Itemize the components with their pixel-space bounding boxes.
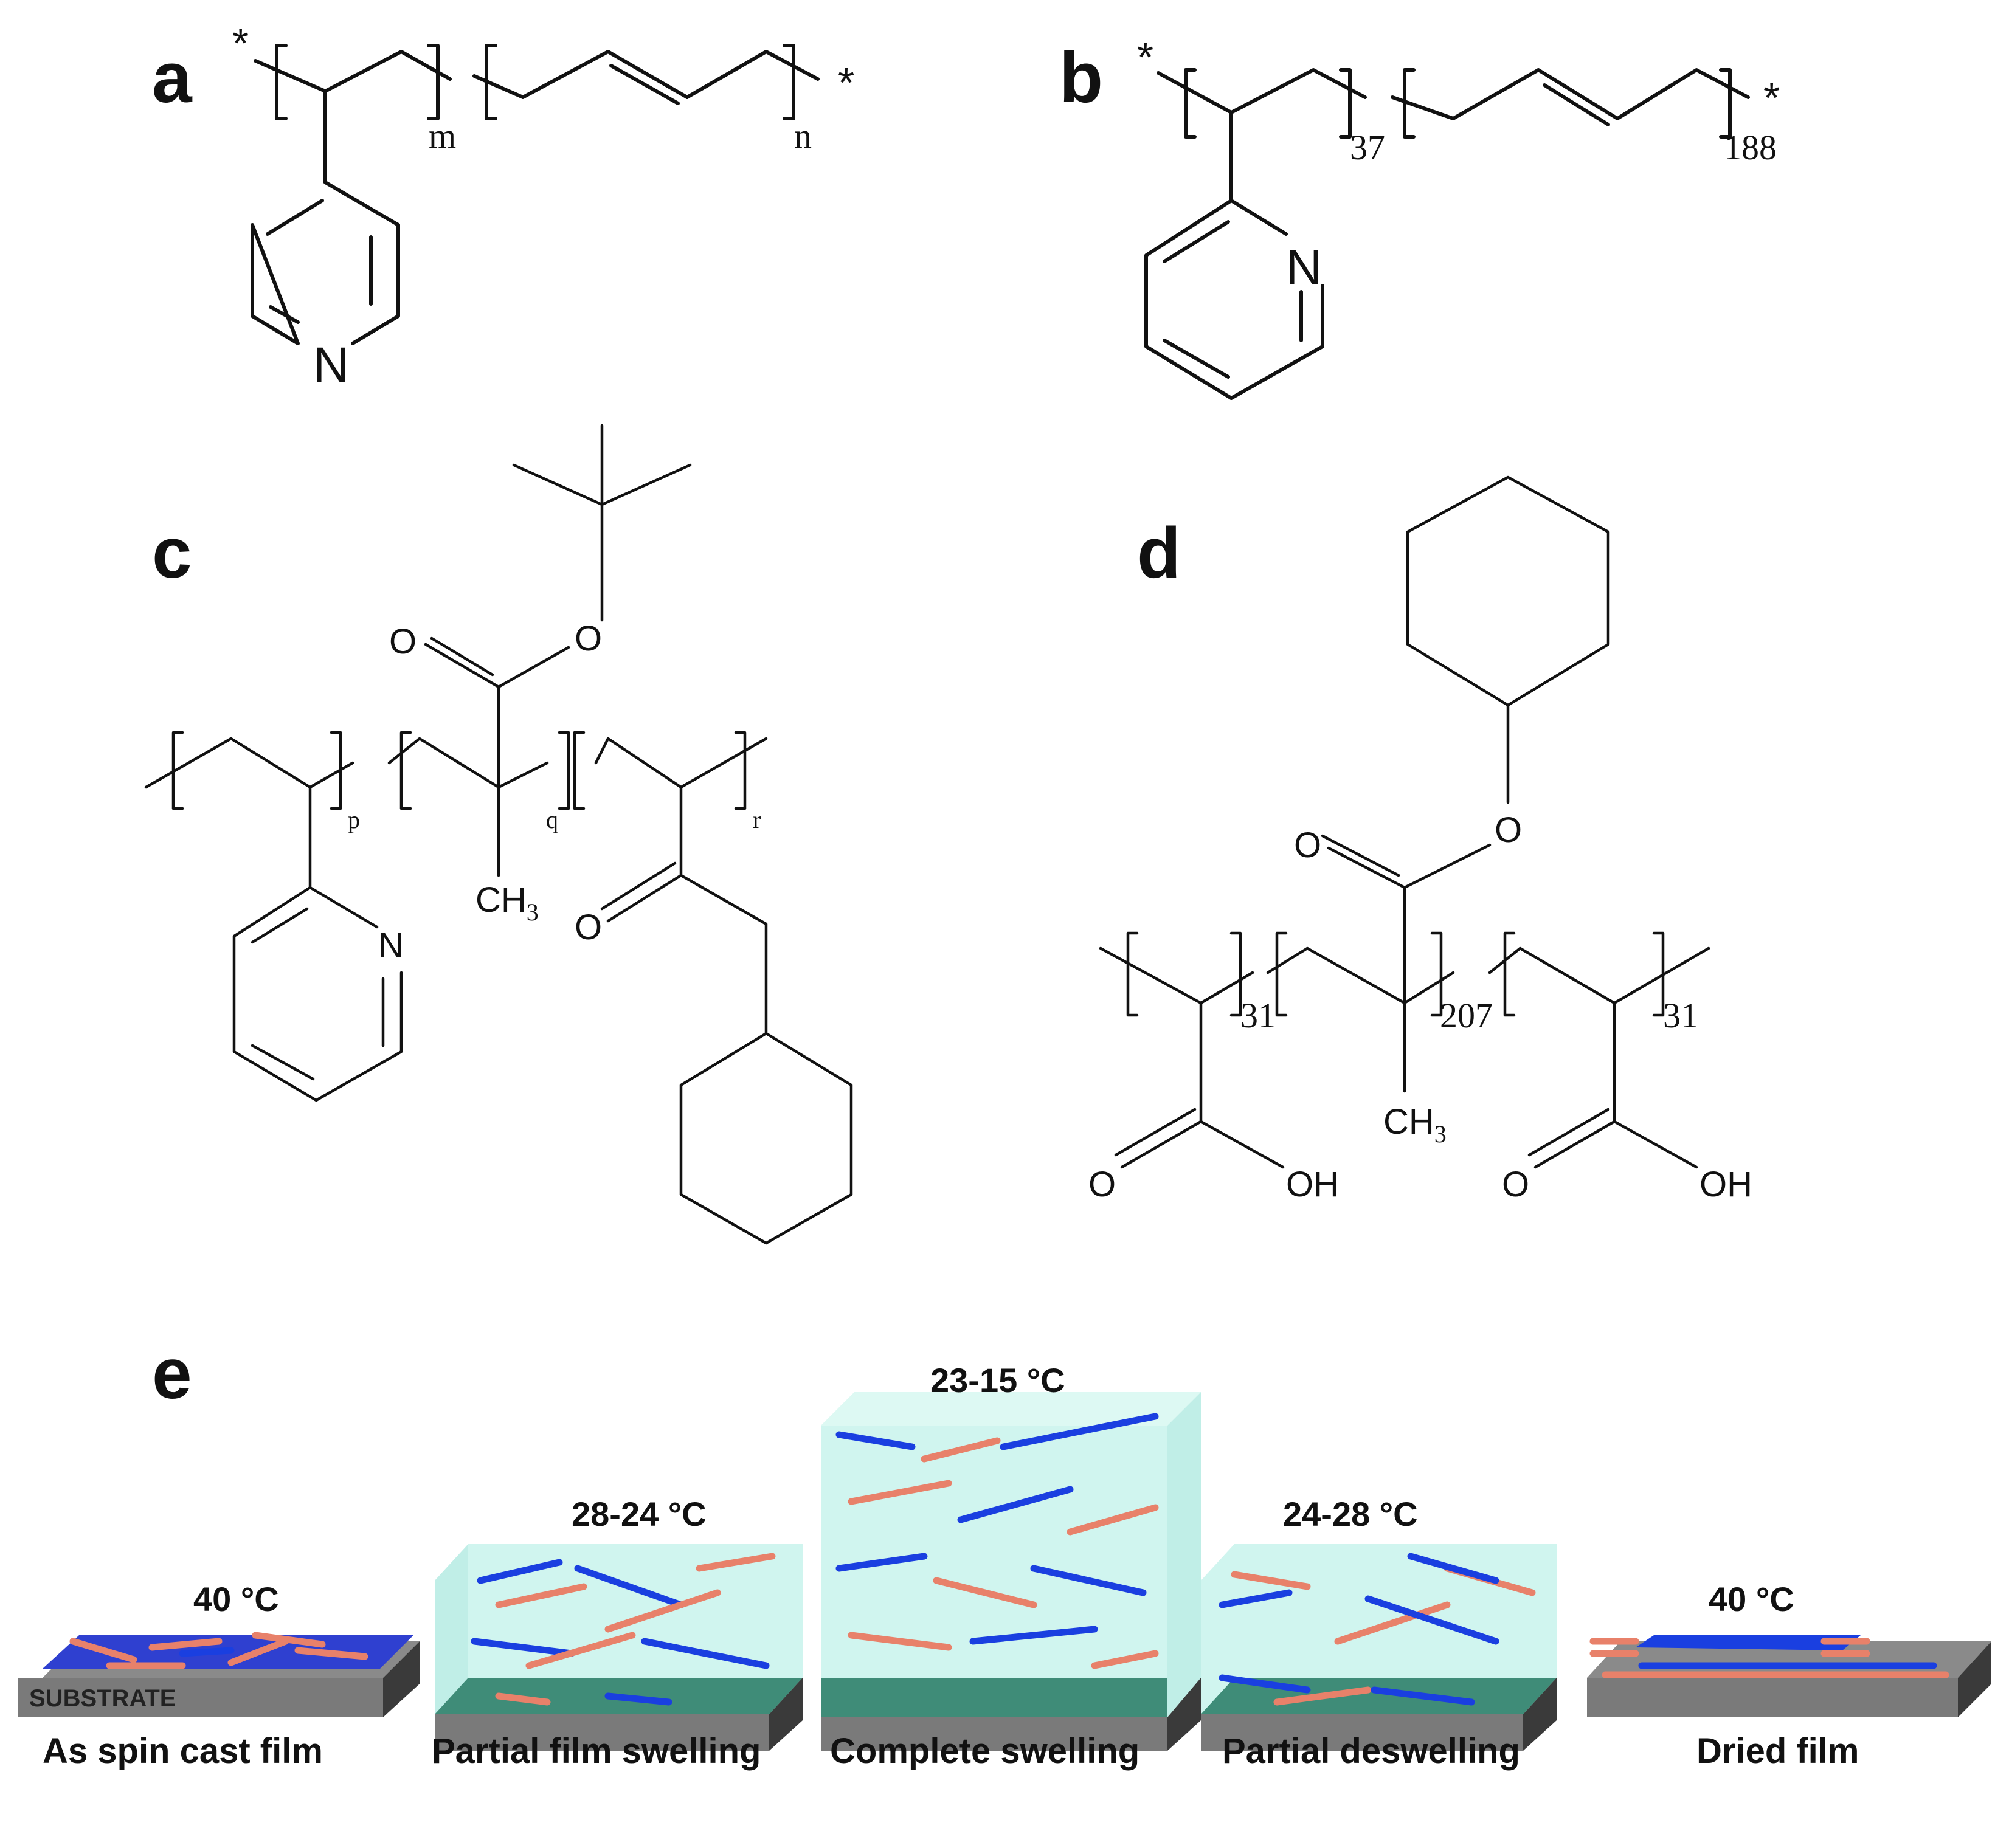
- substrate-front-5: [1587, 1678, 1958, 1717]
- stage-4-temperature: 24-28 °C: [1283, 1495, 1418, 1533]
- panel-a: a * * N m n: [152, 19, 854, 393]
- panel-a-end-star: *: [838, 59, 854, 106]
- panel-d-acid1-carbonyl-oxygen: O: [1088, 1165, 1116, 1204]
- panel-e: e SUBSTRATE 40 °C As spin cast film: [18, 1334, 1991, 1771]
- panel-b-repeat-37: 37: [1350, 128, 1385, 167]
- panel-b-structure: [1144, 68, 1750, 400]
- panel-c-nitrogen: N: [378, 926, 404, 965]
- stage-spin-cast: SUBSTRATE 40 °C As spin cast film: [18, 1580, 420, 1771]
- panel-d-repeat-207: 207: [1440, 996, 1493, 1035]
- stage-1-label: As spin cast film: [43, 1731, 323, 1771]
- panel-c-methyl: CH3: [475, 880, 539, 926]
- substrate-front-3: [821, 1717, 1167, 1751]
- solvent-top-3: [821, 1392, 1201, 1426]
- substrate-label: SUBSTRATE: [29, 1685, 176, 1712]
- panel-a-repeat-m: m: [429, 116, 456, 156]
- stage-4-label: Partial deswelling: [1222, 1731, 1520, 1771]
- panel-d-methyl: CH3: [1383, 1102, 1447, 1148]
- panel-b: b * * N 37 188: [1059, 33, 1780, 400]
- substrate-front-2: [435, 1714, 769, 1751]
- panel-a-structure: [251, 44, 820, 345]
- stage-partial-deswelling: 24-28 °C Partial deswelling: [1201, 1495, 1557, 1771]
- stage-dried-film: 40 °C Dried film: [1587, 1580, 1991, 1771]
- dried-blue-domain: [1636, 1635, 1861, 1650]
- panel-d-acid2-carbonyl-oxygen: O: [1502, 1165, 1529, 1204]
- film-chains-2: [471, 1553, 776, 1706]
- stage-complete-swelling: 23-15 °C Complete swelling: [821, 1361, 1201, 1771]
- panel-c-repeat-q: q: [546, 806, 558, 833]
- film-chains-4: [1219, 1553, 1536, 1706]
- stage-1-temperature: 40 °C: [193, 1580, 279, 1618]
- stage-partial-swelling: 28-24 °C Partial film swelling: [432, 1495, 803, 1771]
- film-chains-1: [69, 1632, 368, 1669]
- panel-a-start-star: *: [232, 19, 249, 67]
- panel-a-letter: a: [152, 38, 193, 118]
- panel-c-repeat-p: p: [348, 806, 360, 833]
- solvent-side-3: [1167, 1392, 1201, 1717]
- substrate-front-1: [18, 1678, 383, 1717]
- panel-b-repeat-188: 188: [1724, 128, 1777, 167]
- film-chains-5: [1589, 1638, 1949, 1678]
- stage-3-temperature: 23-15 °C: [930, 1361, 1065, 1399]
- panel-c-letter: c: [152, 513, 192, 593]
- substrate-side-1: [383, 1641, 420, 1717]
- panel-e-letter: e: [152, 1334, 192, 1414]
- panel-d-repeat-31a: 31: [1240, 996, 1276, 1035]
- panel-d: d: [1088, 475, 1752, 1204]
- panel-c-carbonyl-oxygen: O: [389, 622, 417, 661]
- substrate-side-4: [1523, 1678, 1557, 1751]
- panel-b-end-star: *: [1763, 74, 1780, 122]
- panel-d-acid2-hydroxyl: OH: [1699, 1165, 1752, 1204]
- panel-c-structure: [144, 424, 853, 1245]
- substrate-side-3: [1167, 1678, 1201, 1751]
- panel-d-ester-oxygen: O: [1495, 810, 1522, 850]
- stage-3-label: Complete swelling: [830, 1731, 1139, 1771]
- panel-b-letter: b: [1059, 38, 1103, 118]
- panel-d-letter: d: [1137, 513, 1181, 593]
- stage-5-label: Dried film: [1696, 1731, 1859, 1771]
- solvent-side-2: [435, 1544, 468, 1714]
- panel-a-repeat-n: n: [794, 116, 812, 156]
- panel-d-structure: [1099, 475, 1710, 1169]
- panel-b-start-star: *: [1137, 33, 1153, 81]
- panel-b-nitrogen: N: [1286, 240, 1322, 295]
- panel-a-nitrogen: N: [313, 337, 349, 393]
- stage-2-temperature: 28-24 °C: [572, 1495, 707, 1533]
- substrate-side-2: [769, 1678, 803, 1751]
- panel-d-repeat-31b: 31: [1663, 996, 1698, 1035]
- panel-d-carbonyl-oxygen: O: [1294, 826, 1321, 865]
- substrate-front-4: [1201, 1714, 1523, 1751]
- solvent-volume-3: [821, 1426, 1167, 1717]
- panel-d-acid1-hydroxyl: OH: [1286, 1165, 1339, 1204]
- swollen-layer-3: [821, 1678, 1167, 1717]
- panel-c-repeat-r: r: [753, 806, 761, 833]
- panel-c: c: [144, 424, 853, 1245]
- stage-5-temperature: 40 °C: [1709, 1580, 1794, 1618]
- substrate-side-5: [1958, 1641, 1991, 1717]
- film-chains-3: [835, 1413, 1159, 1669]
- stage-2-label: Partial film swelling: [432, 1731, 761, 1771]
- panel-c-ketone-oxygen: O: [575, 908, 602, 947]
- panel-c-ester-oxygen: O: [575, 619, 602, 658]
